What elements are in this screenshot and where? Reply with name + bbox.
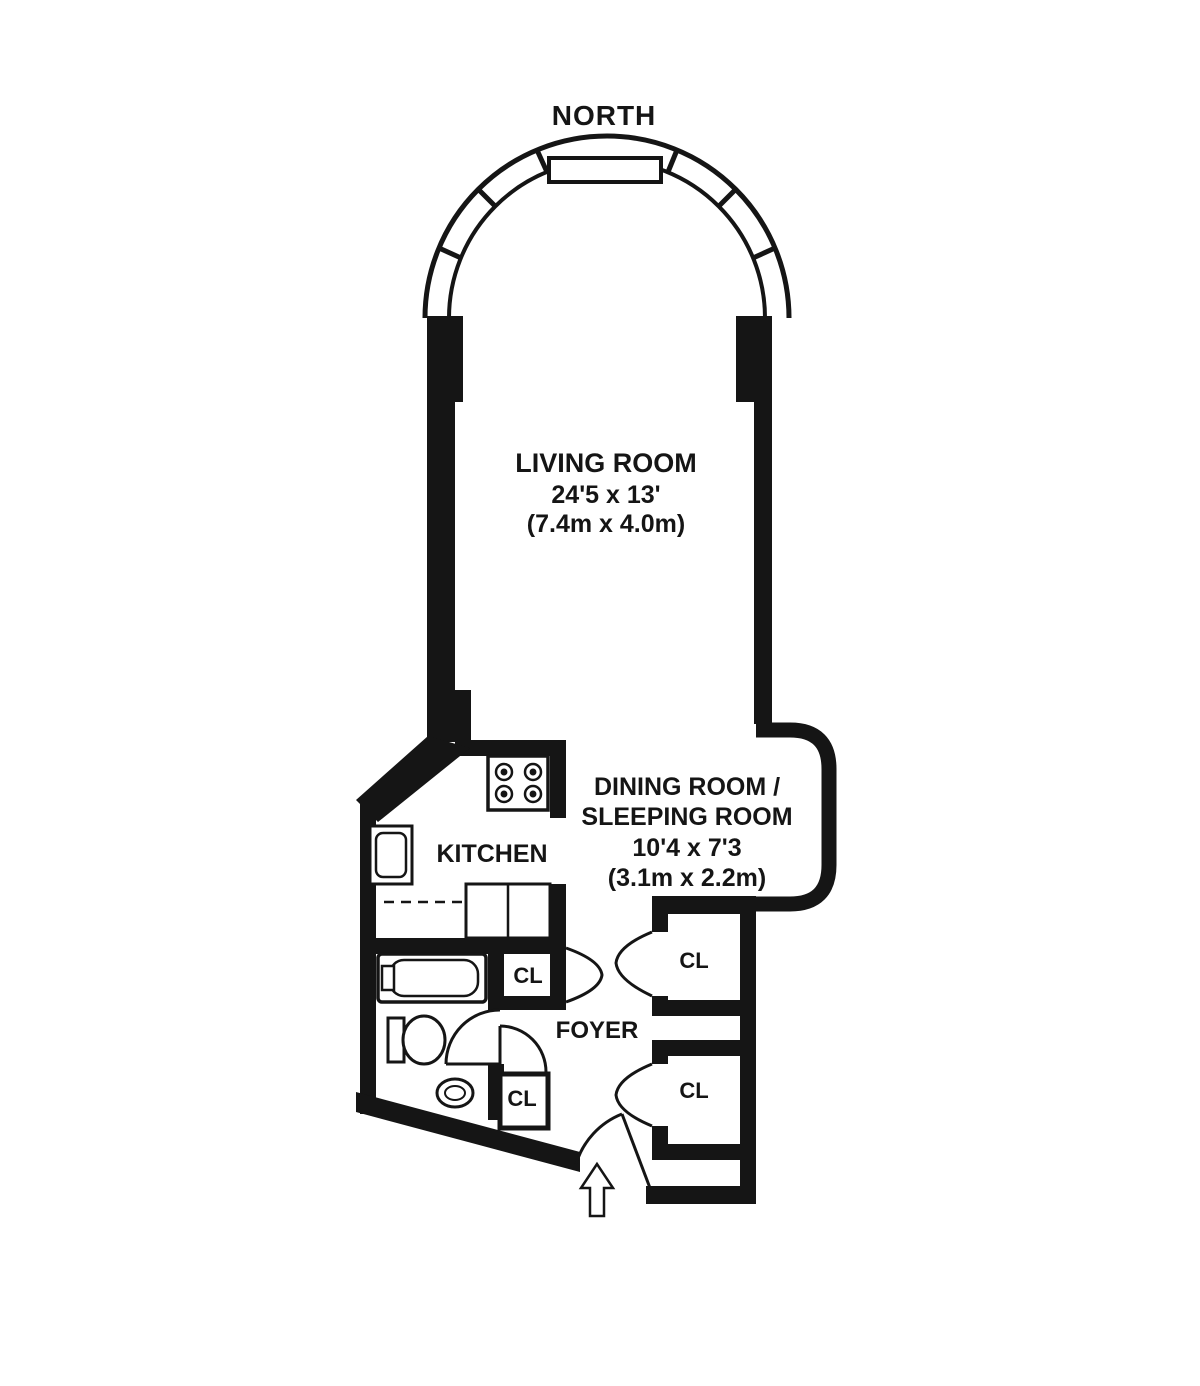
bathroom-fixtures <box>376 952 488 1109</box>
wall-segment <box>427 690 471 742</box>
stove-burners <box>494 762 543 804</box>
wall-segment <box>427 400 455 690</box>
wall-segment <box>550 740 566 818</box>
closet-label: CL <box>679 948 708 973</box>
wall-segment <box>455 740 566 756</box>
kitchen-sink-basin <box>374 831 408 879</box>
entry-door-swing <box>574 1112 623 1165</box>
wall-segment <box>740 904 756 1204</box>
wall-segment <box>652 1040 668 1064</box>
north-label: NORTH <box>552 100 657 131</box>
closet-door-swing <box>614 1062 653 1128</box>
wall-segment <box>652 1144 740 1160</box>
wall-segment <box>360 938 566 954</box>
living-room-dimensions: 24'5 x 13' <box>551 481 660 509</box>
kitchen-fixtures <box>368 754 552 940</box>
closet-door-swing <box>499 1024 548 1073</box>
wall-segment <box>646 1186 756 1204</box>
wall-segment <box>500 996 566 1010</box>
stove <box>486 754 550 812</box>
wall-segment <box>754 400 772 724</box>
bathroom-door-swing <box>444 1008 501 1065</box>
living-room-dimensions-metric: (7.4m x 4.0m) <box>527 510 685 538</box>
closet-door-swing <box>565 946 604 1004</box>
entry-arrow-icon <box>578 1161 616 1218</box>
living-room-label: LIVING ROOM <box>515 448 697 478</box>
kitchen-label: KITCHEN <box>436 840 547 868</box>
wall-diagonal-kitchen <box>356 736 470 822</box>
closet-label: CL <box>679 1078 708 1103</box>
doors <box>444 930 653 1189</box>
window-mullion-ticks <box>437 148 777 261</box>
toilet-bowl <box>401 1014 447 1066</box>
dining-room-label-line2: SLEEPING ROOM <box>581 803 792 831</box>
wall-segment <box>427 316 463 402</box>
wall-segment <box>652 1040 740 1056</box>
closet-door-swing <box>614 930 653 998</box>
wall-segment <box>736 316 772 402</box>
bay-window <box>422 133 792 319</box>
wall-segment <box>488 952 504 1010</box>
wall-segment <box>652 896 756 914</box>
wall-curved-bay <box>756 722 837 912</box>
wall-segment <box>652 1000 740 1016</box>
dining-room-dimensions: 10'4 x 7'3 <box>632 834 741 862</box>
window-sill-unit <box>547 156 663 184</box>
closet-label: CL <box>507 1086 536 1111</box>
wall-diagonal-entry <box>356 1092 580 1172</box>
dining-room-label-line1: DINING ROOM / <box>594 773 780 801</box>
bathtub-faucet <box>380 964 396 992</box>
closet-box <box>497 1071 551 1131</box>
foyer-label: FOYER <box>556 1017 639 1044</box>
dining-room-dimensions-metric: (3.1m x 2.2m) <box>608 864 766 892</box>
bathroom-sink-basin <box>444 1085 466 1101</box>
bathtub-basin <box>388 958 480 998</box>
wall-segment <box>550 884 566 1008</box>
wall-segment <box>652 914 668 932</box>
closet-label: CL <box>513 963 542 988</box>
entry-door-leaf <box>620 1113 652 1189</box>
bay-window-outer-arc <box>422 133 792 319</box>
